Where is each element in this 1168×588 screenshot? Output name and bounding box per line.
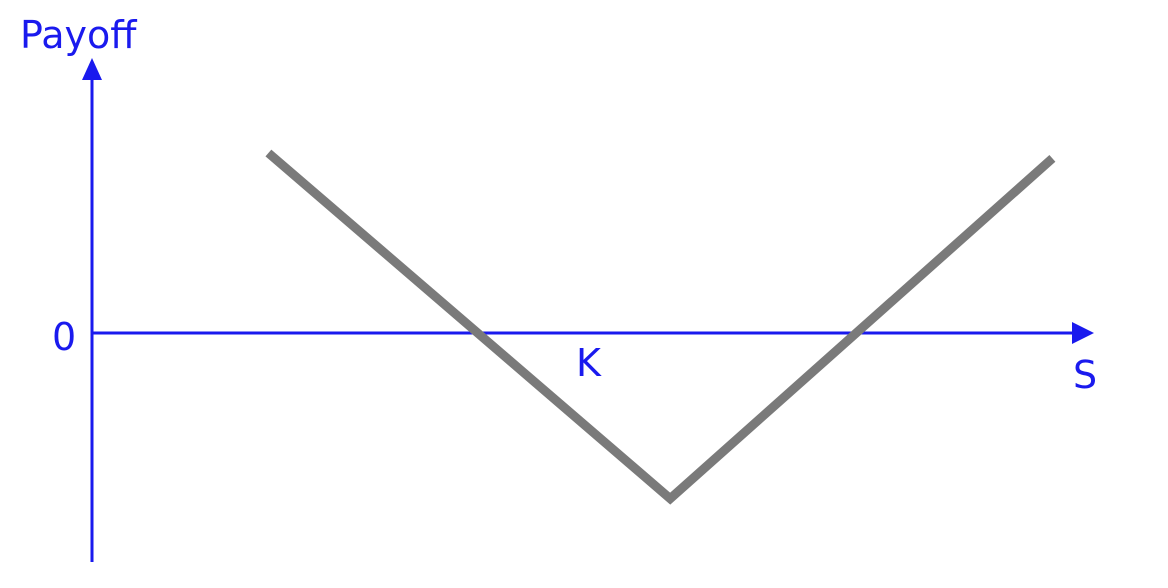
payoff-series-line — [265, 149, 1056, 505]
x-axis-label: S — [1073, 353, 1097, 397]
y-tick-label-zero: 0 — [52, 315, 76, 359]
y-axis-label: Payoff — [20, 13, 137, 57]
x-axis-arrow-icon — [1072, 322, 1094, 344]
y-axis-arrow-icon — [82, 58, 102, 80]
x-tick-label-strike: K — [576, 341, 602, 385]
